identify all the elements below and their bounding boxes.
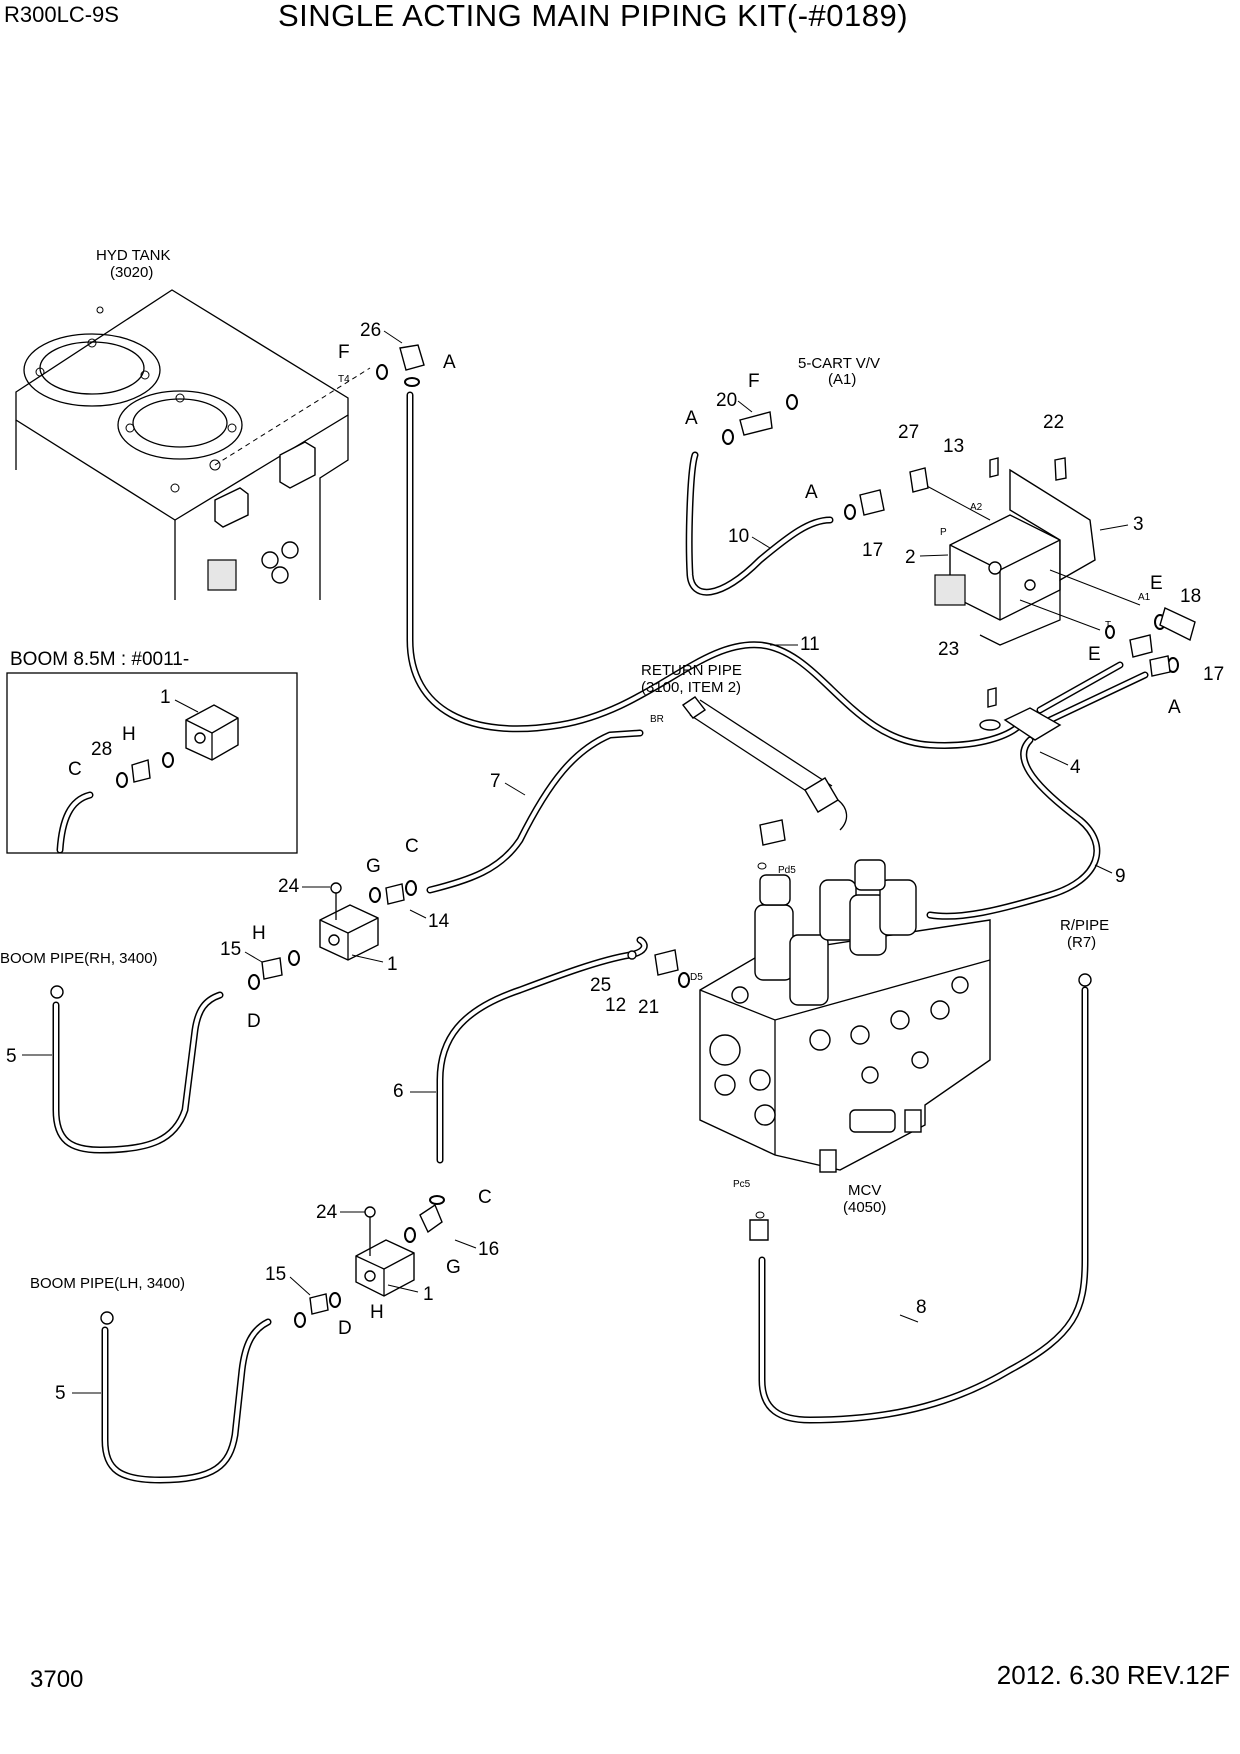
callout-9: 9 [1115, 866, 1126, 887]
manifold-block-lower [355, 1206, 415, 1297]
callout-17-upper: 17 [862, 540, 883, 561]
model-number: R300LC-9S [4, 2, 119, 27]
callout-23: 23 [938, 639, 959, 660]
letter-d-upper: D [247, 1011, 261, 1032]
port-p-label: P [940, 527, 947, 538]
fittings [50, 344, 1196, 1328]
letter-g-lower: G [446, 1257, 461, 1278]
letter-a-fit17: A [805, 482, 818, 503]
callout-13: 13 [943, 436, 964, 457]
letter-f-tank: F [338, 342, 350, 363]
port-a1-label: A1 [1138, 592, 1151, 603]
cart-valve: A2 P A1 T 5-CART V/V (A1) [798, 355, 1151, 646]
callout-25: 25 [590, 975, 611, 996]
page-title: SINGLE ACTING MAIN PIPING KIT(-#0189) [278, 0, 909, 33]
letter-a-cart: A [685, 408, 698, 429]
callout-20: 20 [716, 390, 737, 411]
callout-21: 21 [638, 997, 659, 1018]
return-pipe: RETURN PIPE (3100, ITEM 2) BR [641, 662, 848, 831]
letter-h-lower: H [370, 1302, 384, 1323]
callout-1-lower: 1 [423, 1284, 434, 1305]
callout-12: 12 [605, 995, 626, 1016]
port-pc5-label: Pc5 [733, 1179, 751, 1190]
revision-date: 2012. 6.30 REV.12F [996, 1660, 1230, 1690]
return-pipe-label: RETURN PIPE [641, 662, 742, 679]
letter-f-cart: F [748, 371, 760, 392]
inset-title: BOOM 8.5M : #0011- [10, 649, 189, 670]
callout-15-upper: 15 [220, 939, 241, 960]
callout-7: 7 [490, 771, 501, 792]
inset-letter-h: H [122, 724, 136, 745]
manifold-block-upper [319, 882, 379, 961]
letter-c-upper: C [405, 836, 419, 857]
boom-pipe-rh-label: BOOM PIPE(RH, 3400) [0, 950, 158, 967]
cart-valve-ref: (A1) [828, 371, 856, 388]
callout-18: 18 [1180, 586, 1201, 607]
callout-14: 14 [428, 911, 450, 932]
callout-3: 3 [1133, 514, 1144, 535]
clamp-bracket [979, 707, 1062, 741]
boom-pipe-lh-label: BOOM PIPE(LH, 3400) [30, 1275, 185, 1292]
callout-6: 6 [393, 1081, 404, 1102]
r-pipe-ref: (R7) [1067, 934, 1096, 951]
letter-g-upper: G [366, 856, 381, 877]
callout-4: 4 [1070, 757, 1081, 778]
mcv-ref: (4050) [843, 1199, 886, 1216]
letter-d-lower: D [338, 1318, 352, 1339]
callout-16: 16 [478, 1239, 499, 1260]
letter-c-lower: C [478, 1187, 492, 1208]
callout-15-lower: 15 [265, 1264, 286, 1285]
letter-h-upper: H [252, 923, 266, 944]
inset-part-1: 1 [160, 687, 171, 708]
port-br-label: BR [650, 714, 664, 725]
callout-2: 2 [905, 547, 916, 568]
callouts: 26 20 27 13 22 3 2 10 17 18 23 17 11 4 7… [6, 320, 1224, 1404]
inset-boom-8-5m: BOOM 8.5M : #0011- 1 28 H C [6, 649, 298, 854]
r-pipe-label: R/PIPE [1060, 917, 1109, 934]
hyd-tank-ref: (3020) [110, 264, 153, 281]
port-d5-label: D5 [690, 972, 703, 983]
callout-17-right: 17 [1203, 664, 1224, 685]
letter-e-upper: E [1150, 573, 1163, 594]
letter-a-right: A [1168, 697, 1181, 718]
page-number: 3700 [30, 1666, 84, 1693]
inset-letter-c: C [68, 759, 82, 780]
port-a2-label: A2 [970, 502, 983, 513]
letter-e-lower: E [1088, 644, 1101, 665]
inset-part-28: 28 [91, 739, 112, 760]
callout-5-lower: 5 [55, 1383, 66, 1404]
return-pipe-ref: (3100, ITEM 2) [641, 679, 741, 696]
connection-letters: F A F A A E E A C G H D C G H D [247, 342, 1181, 1339]
callout-5-upper: 5 [6, 1046, 17, 1067]
hyd-tank-label: HYD TANK [96, 247, 170, 264]
mcv: MCV (4050) Pd5 D5 Pc5 [690, 859, 991, 1219]
callout-27: 27 [898, 422, 919, 443]
callout-1-upper: 1 [387, 954, 398, 975]
callout-22: 22 [1043, 412, 1064, 433]
hoses [52, 391, 1149, 1484]
mcv-label: MCV [848, 1182, 881, 1199]
callout-26: 26 [360, 320, 381, 341]
letter-a-tank: A [443, 352, 456, 373]
callout-10: 10 [728, 526, 749, 547]
cart-valve-label: 5-CART V/V [798, 355, 880, 372]
callout-24-lower: 24 [316, 1202, 338, 1223]
callout-8: 8 [916, 1297, 927, 1318]
hyd-tank: HYD TANK (3020) T4 [15, 247, 371, 600]
callout-11: 11 [800, 634, 820, 655]
callout-24-upper: 24 [278, 876, 300, 897]
port-t-label: T [1105, 620, 1111, 631]
port-pd5-label: Pd5 [778, 865, 796, 876]
port-t4-label: T4 [338, 374, 350, 385]
